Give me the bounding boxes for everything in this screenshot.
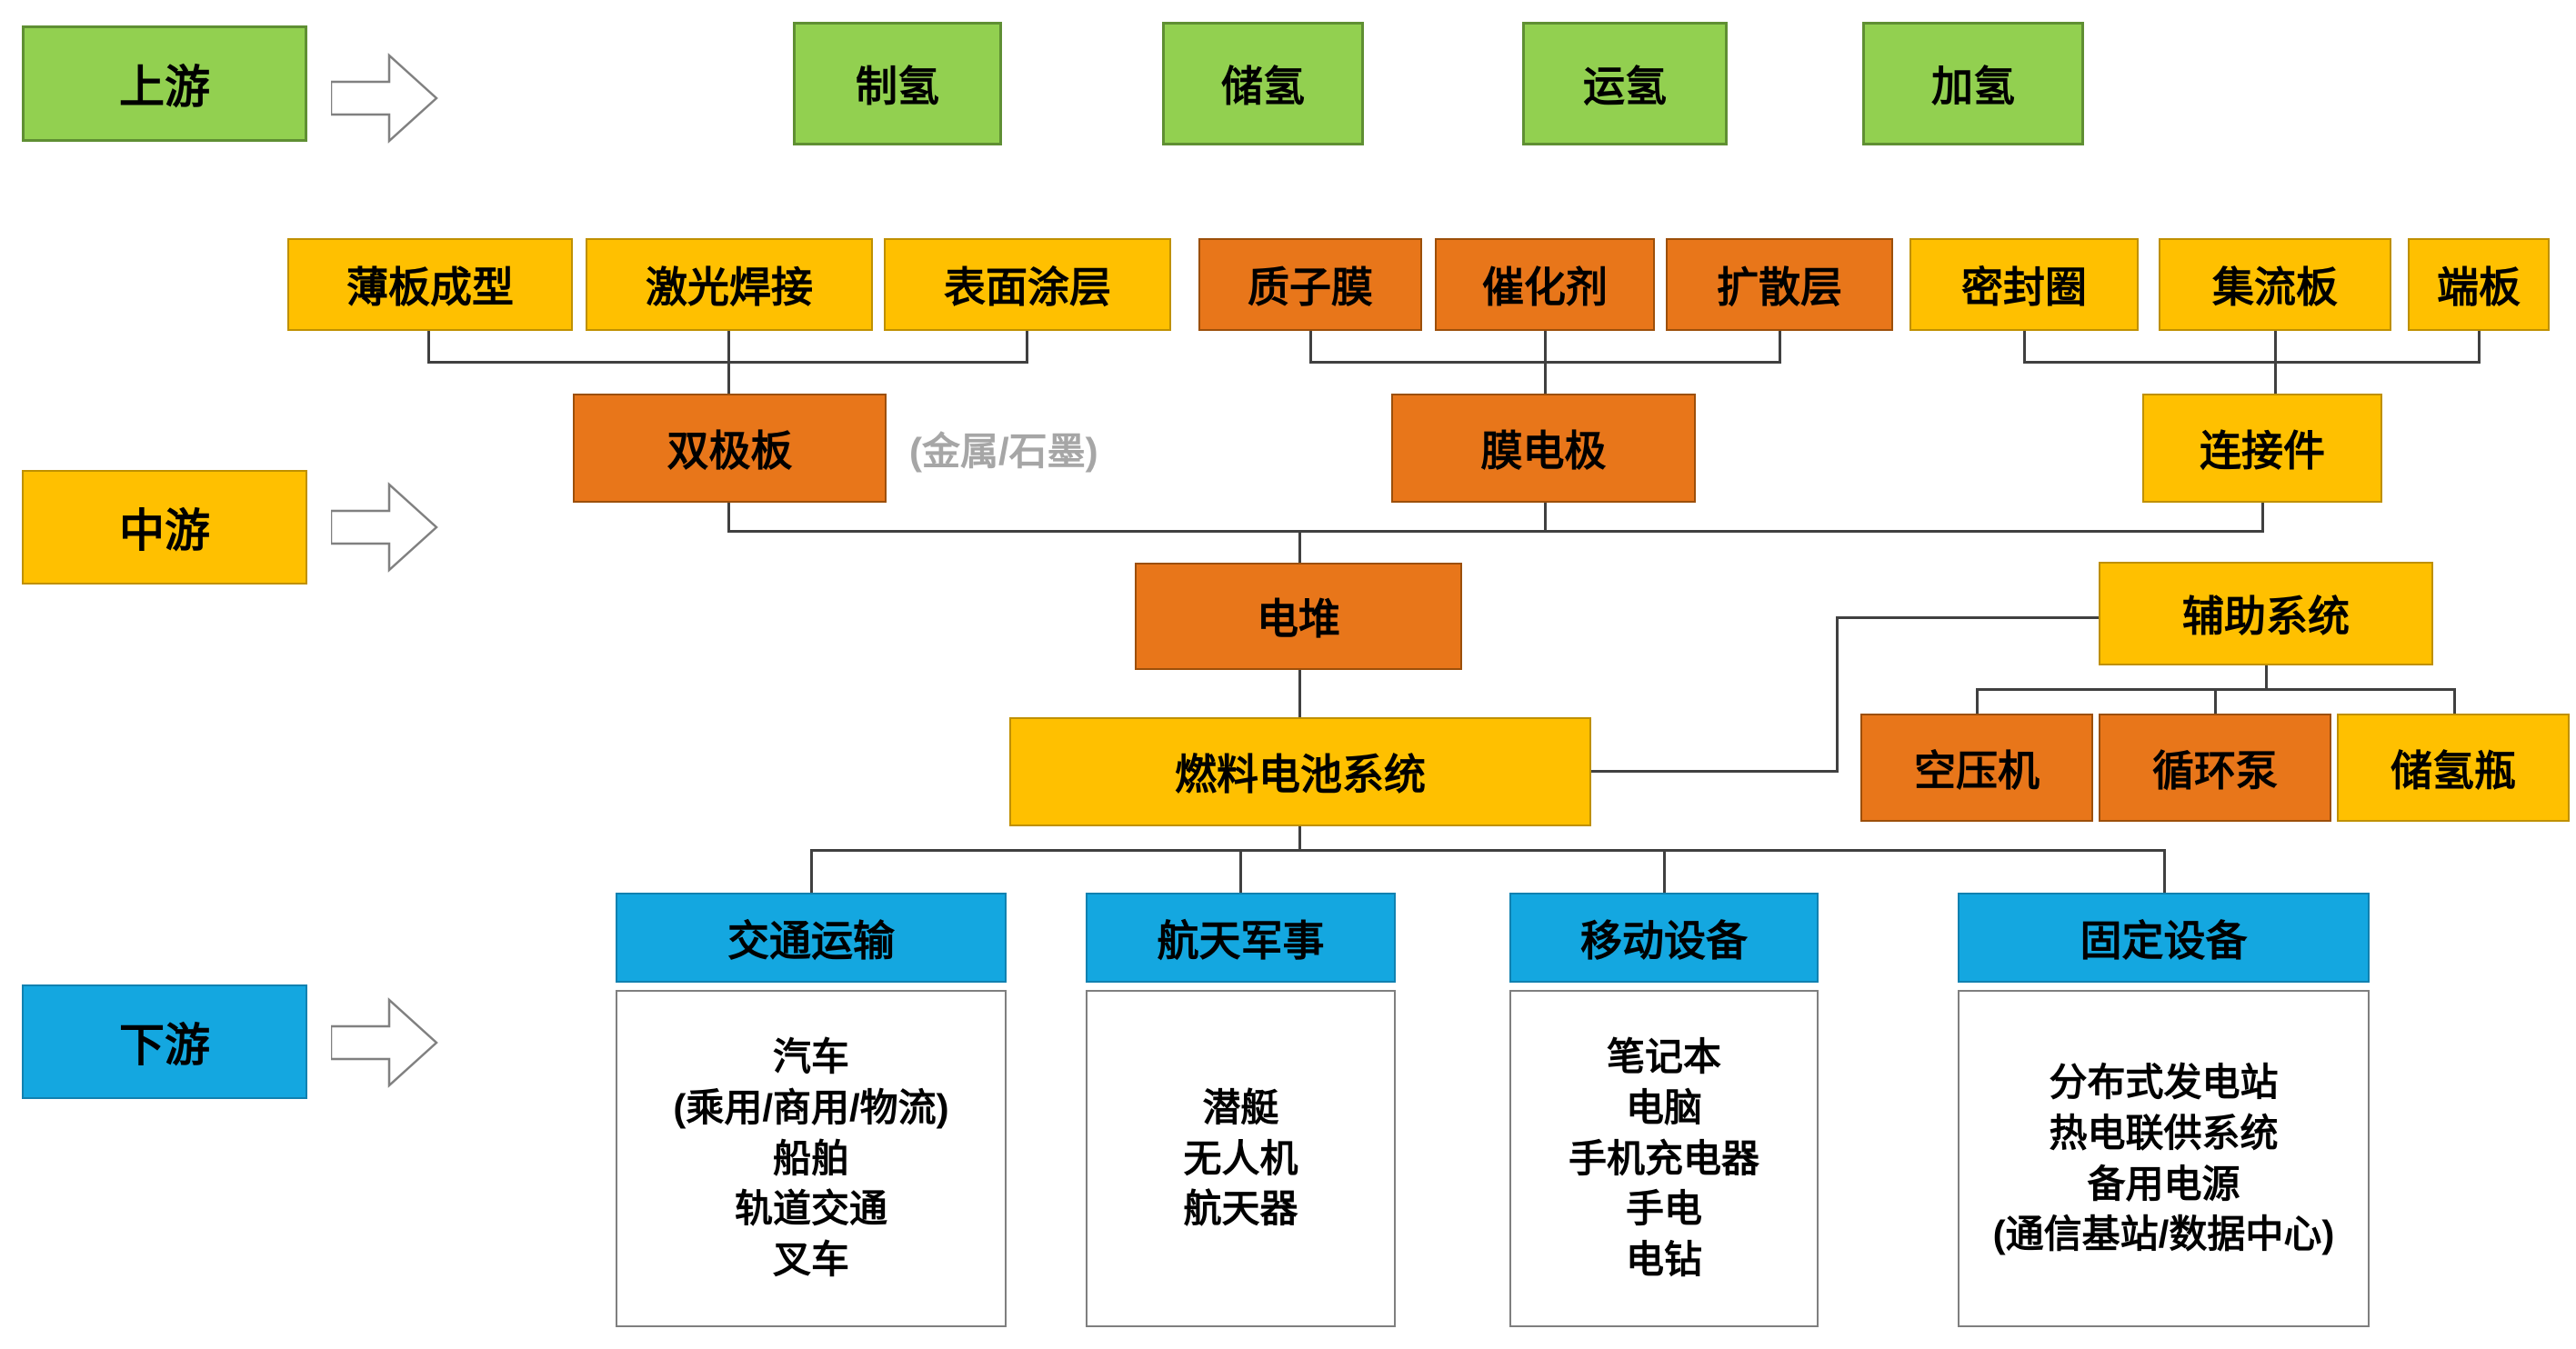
list-item: 无人机 xyxy=(1183,1136,1298,1180)
node-sheet-forming: 薄板成型 xyxy=(287,238,573,331)
list-item: 手机充电器 xyxy=(1568,1136,1759,1180)
bipolar-plate-note: (金属/石墨) xyxy=(909,429,1098,473)
stationary-equipment-items: 分布式发电站 热电联供系统 备用电源 (通信基站/数据中心) xyxy=(1958,990,2370,1327)
list-item: 电脑 xyxy=(1625,1085,1702,1129)
connector-line xyxy=(2478,331,2481,361)
connector-line xyxy=(2265,665,2268,688)
connector-line xyxy=(727,503,730,530)
node-diffusion-layer: 扩散层 xyxy=(1666,238,1893,331)
connector-line xyxy=(2453,688,2456,714)
category-aerospace-military: 航天军事 xyxy=(1086,893,1396,983)
node-hydrogen-storage: 储氢 xyxy=(1162,22,1364,145)
connector-line xyxy=(427,331,430,361)
list-item: 电钻 xyxy=(1625,1238,1702,1282)
category-mobile-devices: 移动设备 xyxy=(1509,893,1819,983)
connector-line xyxy=(2214,688,2217,714)
connector-line xyxy=(1309,361,1781,364)
list-item: 手电 xyxy=(1625,1187,1702,1231)
aerospace-military-items: 潜艇 无人机 航天器 xyxy=(1086,990,1396,1327)
connector-line xyxy=(810,849,2166,852)
connector-line xyxy=(810,849,813,893)
list-item: 船舶 xyxy=(772,1136,849,1180)
connector-line xyxy=(1298,530,1301,563)
stage-upstream: 上游 xyxy=(22,25,307,142)
node-hydrogen-refueling: 加氢 xyxy=(1862,22,2084,145)
list-item: 汽车 xyxy=(772,1034,849,1078)
node-hydrogen-transport: 运氢 xyxy=(1522,22,1728,145)
node-auxiliary-system: 辅助系统 xyxy=(2099,562,2433,665)
connector-line xyxy=(1239,849,1242,893)
list-item: (乘用/商用/物流) xyxy=(673,1085,949,1129)
node-stack: 电堆 xyxy=(1135,563,1462,670)
list-item: 轨道交通 xyxy=(734,1187,887,1231)
transportation-items: 汽车 (乘用/商用/物流) 船舶 轨道交通 叉车 xyxy=(616,990,1007,1327)
list-item: 潜艇 xyxy=(1202,1085,1279,1129)
connector-line xyxy=(1591,770,1839,773)
connector-line xyxy=(727,530,2264,533)
node-hydrogen-production: 制氢 xyxy=(793,22,1002,145)
stage-downstream: 下游 xyxy=(22,984,307,1099)
list-item: 热电联供系统 xyxy=(2049,1111,2279,1154)
connector-line xyxy=(1298,826,1301,849)
list-item: 备用电源 xyxy=(2087,1162,2240,1205)
connector-line xyxy=(1309,331,1312,361)
right-arrow-icon xyxy=(331,53,438,144)
node-proton-membrane: 质子膜 xyxy=(1198,238,1422,331)
category-transportation: 交通运输 xyxy=(616,893,1007,983)
node-current-collector: 集流板 xyxy=(2159,238,2391,331)
list-item: 分布式发电站 xyxy=(2049,1060,2279,1104)
connector-line xyxy=(1544,503,1547,530)
connector-line xyxy=(1976,688,1979,714)
list-item: 叉车 xyxy=(772,1238,849,1282)
connector-line xyxy=(2163,849,2166,893)
connector-line xyxy=(427,361,1028,364)
mobile-devices-items: 笔记本 电脑 手机充电器 手电 电钻 xyxy=(1509,990,1819,1327)
list-item: 航天器 xyxy=(1183,1187,1298,1231)
right-arrow-icon xyxy=(331,997,438,1088)
connector-line xyxy=(2261,503,2264,530)
connector-line xyxy=(1026,331,1028,361)
node-surface-coating: 表面涂层 xyxy=(884,238,1171,331)
node-bipolar-plate: 双极板 xyxy=(573,394,887,503)
connector-line xyxy=(2023,331,2026,361)
node-end-plate: 端板 xyxy=(2408,238,2550,331)
connector-line xyxy=(1298,670,1301,717)
connector-line xyxy=(1779,331,1781,361)
list-item: (通信基站/数据中心) xyxy=(1992,1213,2335,1256)
node-catalyst: 催化剂 xyxy=(1435,238,1655,331)
connector-line xyxy=(2023,361,2481,364)
list-item: 笔记本 xyxy=(1606,1034,1721,1078)
stage-midstream: 中游 xyxy=(22,470,307,585)
node-hydrogen-tank: 储氢瓶 xyxy=(2337,714,2570,822)
node-fuel-cell-system: 燃料电池系统 xyxy=(1009,717,1591,826)
node-air-compressor: 空压机 xyxy=(1860,714,2093,822)
connector-line xyxy=(1663,849,1666,893)
node-membrane-electrode: 膜电极 xyxy=(1391,394,1696,503)
node-connector-part: 连接件 xyxy=(2142,394,2382,503)
right-arrow-icon xyxy=(331,482,438,573)
node-seal-ring: 密封圈 xyxy=(1909,238,2139,331)
category-stationary-equipment: 固定设备 xyxy=(1958,893,2370,983)
node-circulation-pump: 循环泵 xyxy=(2099,714,2331,822)
connector-line xyxy=(1836,616,1839,773)
connector-line xyxy=(1836,616,2099,619)
node-laser-welding: 激光焊接 xyxy=(586,238,873,331)
